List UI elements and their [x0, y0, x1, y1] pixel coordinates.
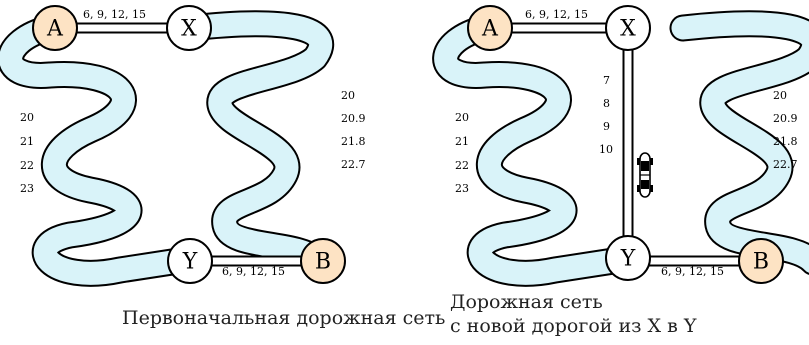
- left-road-time: 23: [20, 182, 34, 195]
- node-b-label: B: [753, 250, 769, 275]
- node-a-label: A: [481, 17, 499, 42]
- node-x: X: [606, 6, 650, 50]
- node-y: Y: [168, 239, 212, 283]
- left-road-time: 21: [20, 135, 34, 148]
- node-b: B: [739, 239, 783, 283]
- right-winding-road: [190, 24, 321, 262]
- bottom-road-times: 6, 9, 12, 15: [661, 265, 724, 278]
- right-road-times: 20 20.9 21.8 22.7: [341, 89, 366, 171]
- right-road-time: 22.7: [773, 158, 798, 171]
- node-y-label: Y: [620, 247, 636, 272]
- node-x-label: X: [181, 17, 197, 42]
- left-road-time: 22: [20, 159, 34, 172]
- node-a: A: [33, 6, 77, 50]
- right-panel: 6, 9, 12, 15 6, 9, 12, 15 20 21 22 23 7 …: [446, 6, 809, 283]
- node-a: A: [468, 6, 512, 50]
- new-road-time: 8: [603, 97, 610, 110]
- new-road-time: 10: [599, 143, 613, 156]
- left-road-times: 20 21 22 23: [455, 111, 469, 195]
- left-road-time: 21: [455, 135, 469, 148]
- left-road-time: 22: [455, 159, 469, 172]
- new-road-times: 7 8 9 10: [599, 74, 613, 156]
- right-caption-line1: Дорожная сеть: [450, 290, 603, 314]
- node-y-label: Y: [182, 250, 198, 275]
- node-y: Y: [606, 236, 650, 280]
- top-road-times: 6, 9, 12, 15: [83, 8, 146, 21]
- left-road-time: 23: [455, 182, 469, 195]
- car-icon: [637, 153, 653, 197]
- node-b: B: [301, 239, 345, 283]
- node-b-label: B: [315, 250, 331, 275]
- node-a-label: A: [46, 17, 64, 42]
- left-road-time: 20: [455, 111, 469, 124]
- right-road-times: 20 20.9 21.8 22.7: [773, 89, 798, 171]
- right-road-time: 21.8: [773, 135, 798, 148]
- left-panel: 6, 9, 12, 15 6, 9, 12, 15 20 21 22 23 20…: [11, 6, 366, 283]
- left-caption: Первоначальная дорожная сеть: [122, 306, 445, 330]
- right-road-time: 22.7: [341, 158, 366, 171]
- new-road-time: 9: [603, 120, 610, 133]
- right-road-time: 20: [773, 89, 787, 102]
- right-caption-line2: с новой дорогой из X в Y: [450, 314, 696, 338]
- left-road-time: 20: [20, 111, 34, 124]
- right-road-time: 20: [341, 89, 355, 102]
- right-road-time: 20.9: [341, 112, 366, 125]
- left-road-times: 20 21 22 23: [20, 111, 34, 195]
- right-road-time: 20.9: [773, 112, 798, 125]
- node-x: X: [167, 6, 211, 50]
- top-road-times: 6, 9, 12, 15: [525, 8, 588, 21]
- node-x-label: X: [620, 17, 636, 42]
- new-road-time: 7: [603, 74, 610, 87]
- bottom-road-times: 6, 9, 12, 15: [222, 265, 285, 278]
- right-road-time: 21.8: [341, 135, 366, 148]
